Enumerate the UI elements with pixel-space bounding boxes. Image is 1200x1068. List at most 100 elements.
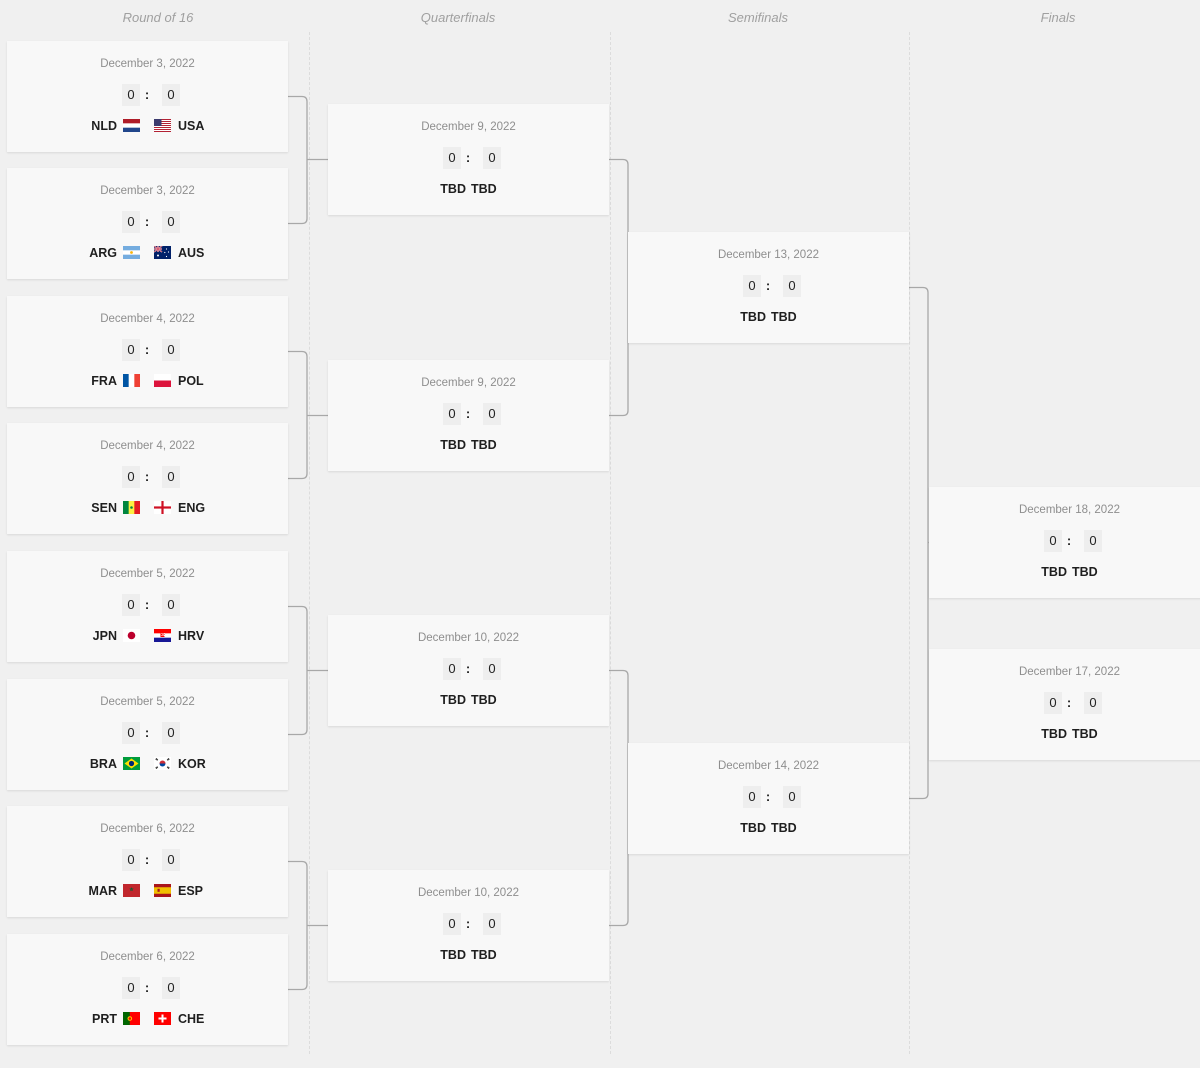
home-team-code: FRA [91, 374, 117, 388]
score-row: 0:0 [7, 594, 288, 616]
away-score: 0 [483, 403, 501, 425]
away-team-code: TBD [1072, 565, 1098, 579]
home-score: 0 [1044, 692, 1062, 714]
match-date: December 6, 2022 [100, 823, 195, 835]
score-row: 0:0 [7, 211, 288, 233]
score-row: 0:0 [628, 786, 909, 808]
match-date: December 5, 2022 [100, 568, 195, 580]
bracket-connector-line [288, 605, 308, 736]
column-divider [909, 32, 910, 1054]
score-row: 0:0 [7, 84, 288, 106]
away-team-code: TBD [771, 821, 797, 835]
away-score: 0 [483, 658, 501, 680]
teams-row: FRA POL [7, 372, 288, 390]
bracket-connector-line [909, 286, 929, 800]
away-team-code: TBD [771, 310, 797, 324]
poland-flag-icon [154, 374, 171, 387]
away-team-code: HRV [178, 629, 205, 643]
away-score: 0 [783, 786, 801, 808]
home-score: 0 [1044, 530, 1062, 552]
column-divider [309, 32, 310, 1054]
home-score: 0 [122, 211, 140, 233]
round-title-finals: Finals [1040, 10, 1076, 25]
south-korea-flag-icon [154, 757, 171, 770]
score-row: 0:0 [929, 692, 1200, 714]
match-date: December 10, 2022 [417, 887, 519, 899]
score-row: 0:0 [7, 339, 288, 361]
score-row: 0:0 [929, 530, 1200, 552]
away-team-code: TBD [471, 948, 497, 962]
score-row: 0:0 [328, 403, 609, 425]
match-date: December 6, 2022 [100, 951, 195, 963]
away-team-code: TBD [471, 182, 497, 196]
home-score: 0 [443, 403, 461, 425]
usa-flag-icon [154, 119, 171, 132]
home-score: 0 [443, 913, 461, 935]
japan-flag-icon [123, 629, 140, 642]
home-score: 0 [122, 594, 140, 616]
match-date: December 5, 2022 [100, 696, 195, 708]
away-team-code: USA [178, 119, 205, 133]
brazil-flag-icon [123, 757, 140, 770]
match-date: December 17, 2022 [1018, 666, 1120, 678]
home-score: 0 [743, 786, 761, 808]
argentina-flag-icon [123, 246, 140, 259]
home-team-code: PRT [92, 1012, 117, 1026]
match-date: December 4, 2022 [100, 440, 195, 452]
home-team-code: TBD [440, 438, 466, 452]
away-team-code: POL [178, 374, 204, 388]
match-date: December 14, 2022 [717, 760, 819, 772]
match-date: December 9, 2022 [421, 377, 516, 389]
teams-row: JPN HRV [7, 627, 288, 645]
away-score: 0 [1084, 692, 1102, 714]
away-score: 0 [162, 594, 180, 616]
home-team-code: NLD [91, 119, 117, 133]
home-team-code: TBD [740, 310, 766, 324]
australia-flag-icon [154, 246, 171, 259]
spain-flag-icon [154, 884, 171, 897]
away-score: 0 [162, 849, 180, 871]
england-flag-icon [154, 501, 171, 514]
away-team-code: AUS [178, 246, 205, 260]
away-team-code: TBD [471, 693, 497, 707]
away-score: 0 [783, 275, 801, 297]
round-title-semifinals: Semifinals [728, 10, 788, 25]
home-score: 0 [122, 722, 140, 744]
score-row: 0:0 [328, 913, 609, 935]
home-score: 0 [443, 658, 461, 680]
portugal-flag-icon [123, 1012, 140, 1025]
home-score: 0 [122, 339, 140, 361]
match-date: December 9, 2022 [421, 121, 516, 133]
home-team-code: TBD [440, 948, 466, 962]
round-title-round-of-16: Round of 16 [122, 10, 194, 25]
netherlands-flag-icon [123, 119, 140, 132]
home-team-code: JPN [92, 629, 117, 643]
away-team-code: ENG [178, 501, 206, 515]
score-row: 0:0 [7, 977, 288, 999]
france-flag-icon [123, 374, 140, 387]
home-team-code: ARG [89, 246, 117, 260]
teams-row: NLD USA [7, 117, 288, 135]
home-team-code: TBD [440, 182, 466, 196]
